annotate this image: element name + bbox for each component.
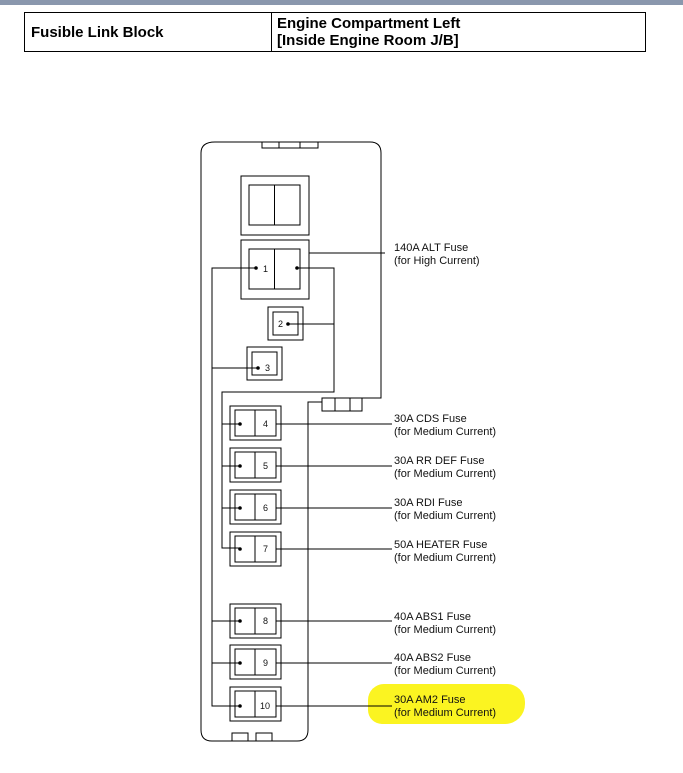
fuse-6-number: 6 [263, 503, 268, 513]
fuse-6-current: (for Medium Current) [394, 510, 496, 522]
window-top-bar [0, 0, 683, 5]
fuse-6-label: 30A RDI Fuse [394, 497, 462, 509]
header-right-line1: Engine Compartment Left [277, 15, 461, 32]
header-right-title: Engine Compartment Left [Inside Engine R… [272, 13, 645, 51]
fuse-4-number: 4 [263, 419, 268, 429]
fuse-4-current: (for Medium Current) [394, 426, 496, 438]
fuse-3-outer [246, 346, 283, 381]
fuse-2-number: 2 [278, 319, 283, 329]
fuse-7-number: 7 [263, 544, 268, 554]
fuse-10-current: (for Medium Current) [394, 707, 496, 719]
fuse-3-number: 3 [265, 363, 270, 373]
fuse-10-label: 30A AM2 Fuse [394, 694, 466, 706]
fuse-6-outer [229, 489, 282, 525]
fuse-1-label: 140A ALT Fuse [394, 242, 468, 254]
fuse-8-label: 40A ABS1 Fuse [394, 611, 471, 623]
fuse-1-outer [240, 239, 310, 300]
block-outline [200, 141, 382, 742]
fuse-5-outer [229, 447, 282, 483]
fuse-7-current: (for Medium Current) [394, 552, 496, 564]
fuse-9-label: 40A ABS2 Fuse [394, 652, 471, 664]
highlight-marker [368, 684, 525, 724]
block-bottom-tab-right [255, 732, 273, 742]
fuse-4-outer [229, 405, 282, 441]
fuse-5-current: (for Medium Current) [394, 468, 496, 480]
fuse-8-number: 8 [263, 616, 268, 626]
fuse-5-label: 30A RR DEF Fuse [394, 455, 484, 467]
fuse-4-label: 30A CDS Fuse [394, 413, 467, 425]
fuse-9-number: 9 [263, 658, 268, 668]
wire-main-left [211, 267, 255, 707]
wire-main-right [221, 267, 335, 549]
header-right-line2: [Inside Engine Room J/B] [277, 32, 459, 49]
fuse-1-number: 1 [263, 264, 268, 274]
block-top-tab [261, 142, 319, 149]
header-left-title: Fusible Link Block [25, 13, 272, 51]
empty-slot-outer [240, 175, 310, 236]
fuse-9-current: (for Medium Current) [394, 665, 496, 677]
fuse-7-label: 50A HEATER Fuse [394, 539, 487, 551]
header-table: Fusible Link Block Engine Compartment Le… [24, 12, 646, 52]
fuse-8-current: (for Medium Current) [394, 624, 496, 636]
fuse-9-outer [229, 644, 282, 680]
fuse-3-inner [251, 351, 278, 376]
block-notch-tab [321, 398, 363, 412]
fuse-5-number: 5 [263, 461, 268, 471]
fuse-10-outer [229, 686, 282, 722]
fuse-1-current: (for High Current) [394, 255, 480, 267]
fuse-10-number: 10 [260, 701, 270, 711]
block-bottom-tab-left [231, 732, 249, 742]
